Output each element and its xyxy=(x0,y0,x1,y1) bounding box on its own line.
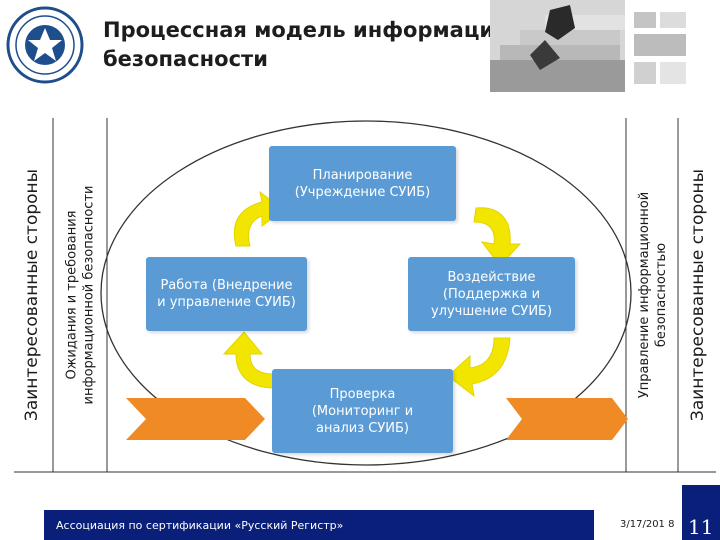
act-box: Воздействие (Поддержка и улучшение СУИБ) xyxy=(408,257,575,331)
cycle-arrow-do-icon xyxy=(222,331,275,389)
footer-date: 3/17/201 8 xyxy=(620,519,675,530)
output-arrow-icon xyxy=(506,398,628,440)
cycle-ellipse xyxy=(100,120,632,466)
do-box: Работа (Внедрение и управление СУИБ) xyxy=(146,257,307,331)
footer-organization: Ассоциация по сертификации «Русский Реги… xyxy=(56,519,344,532)
photo-steps-icon xyxy=(490,0,625,92)
plan-box: Планирование (Учреждение СУИБ) xyxy=(269,146,456,221)
logo-emblem-icon xyxy=(6,6,84,84)
input-arrow-icon xyxy=(126,398,265,440)
cycle-arrow-check-icon xyxy=(447,337,511,398)
page-title: Процессная модель информационной безопас… xyxy=(103,18,567,71)
footer-bar xyxy=(44,510,594,540)
page-number: 11 xyxy=(688,515,714,539)
page-number-box xyxy=(682,485,720,540)
decor-squares-icon xyxy=(632,8,690,88)
check-box: Проверка (Мониторинг и анализ СУИБ) xyxy=(272,369,453,453)
